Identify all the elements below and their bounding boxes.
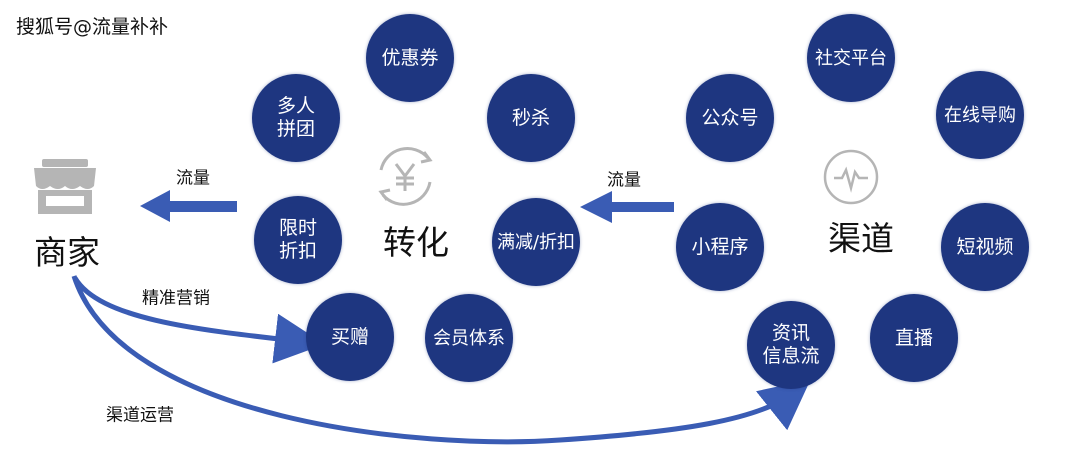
conversion-label: 转化 <box>383 223 449 262</box>
channel-item-short-video: 短视频 <box>941 203 1029 291</box>
conversion-item-membership: 会员体系 <box>425 294 513 382</box>
merchant-label: 商家 <box>34 233 100 272</box>
channel-item-social-platform: 社交平台 <box>807 14 895 102</box>
traffic-arrow-left <box>140 190 237 222</box>
pulse-icon <box>823 149 879 205</box>
conversion-item-limited-discount: 限时 折扣 <box>254 196 342 284</box>
traffic-label-right: 流量 <box>607 170 641 191</box>
precision-marketing-label: 精准营销 <box>142 288 210 309</box>
watermark: 搜狐号@流量补补 <box>16 16 169 38</box>
channel-item-online-shopping-guide: 在线导购 <box>936 71 1024 159</box>
store-icon <box>34 159 96 214</box>
precision-marketing-curve <box>72 276 325 364</box>
conversion-item-gift: 买赠 <box>306 293 394 381</box>
conversion-item-flash-sale: 秒杀 <box>487 74 575 162</box>
channel-item-news-feed: 资讯 信息流 <box>747 301 835 389</box>
channel-item-mini-program: 小程序 <box>676 203 764 291</box>
channel-item-official-account: 公众号 <box>686 74 774 162</box>
channel-operation-label: 渠道运营 <box>106 405 174 426</box>
channel-operation-curve <box>71 275 811 445</box>
channel-label: 渠道 <box>828 219 894 258</box>
conversion-item-coupon: 优惠券 <box>366 14 454 102</box>
conversion-item-spend-discount: 满减/折扣 <box>492 198 580 286</box>
channel-item-live-stream: 直播 <box>870 294 958 382</box>
traffic-arrow-right <box>580 191 674 223</box>
conversion-item-group-buy: 多人 拼团 <box>252 74 340 162</box>
traffic-label-left: 流量 <box>176 168 210 189</box>
yuan-cycle-icon <box>378 147 433 206</box>
